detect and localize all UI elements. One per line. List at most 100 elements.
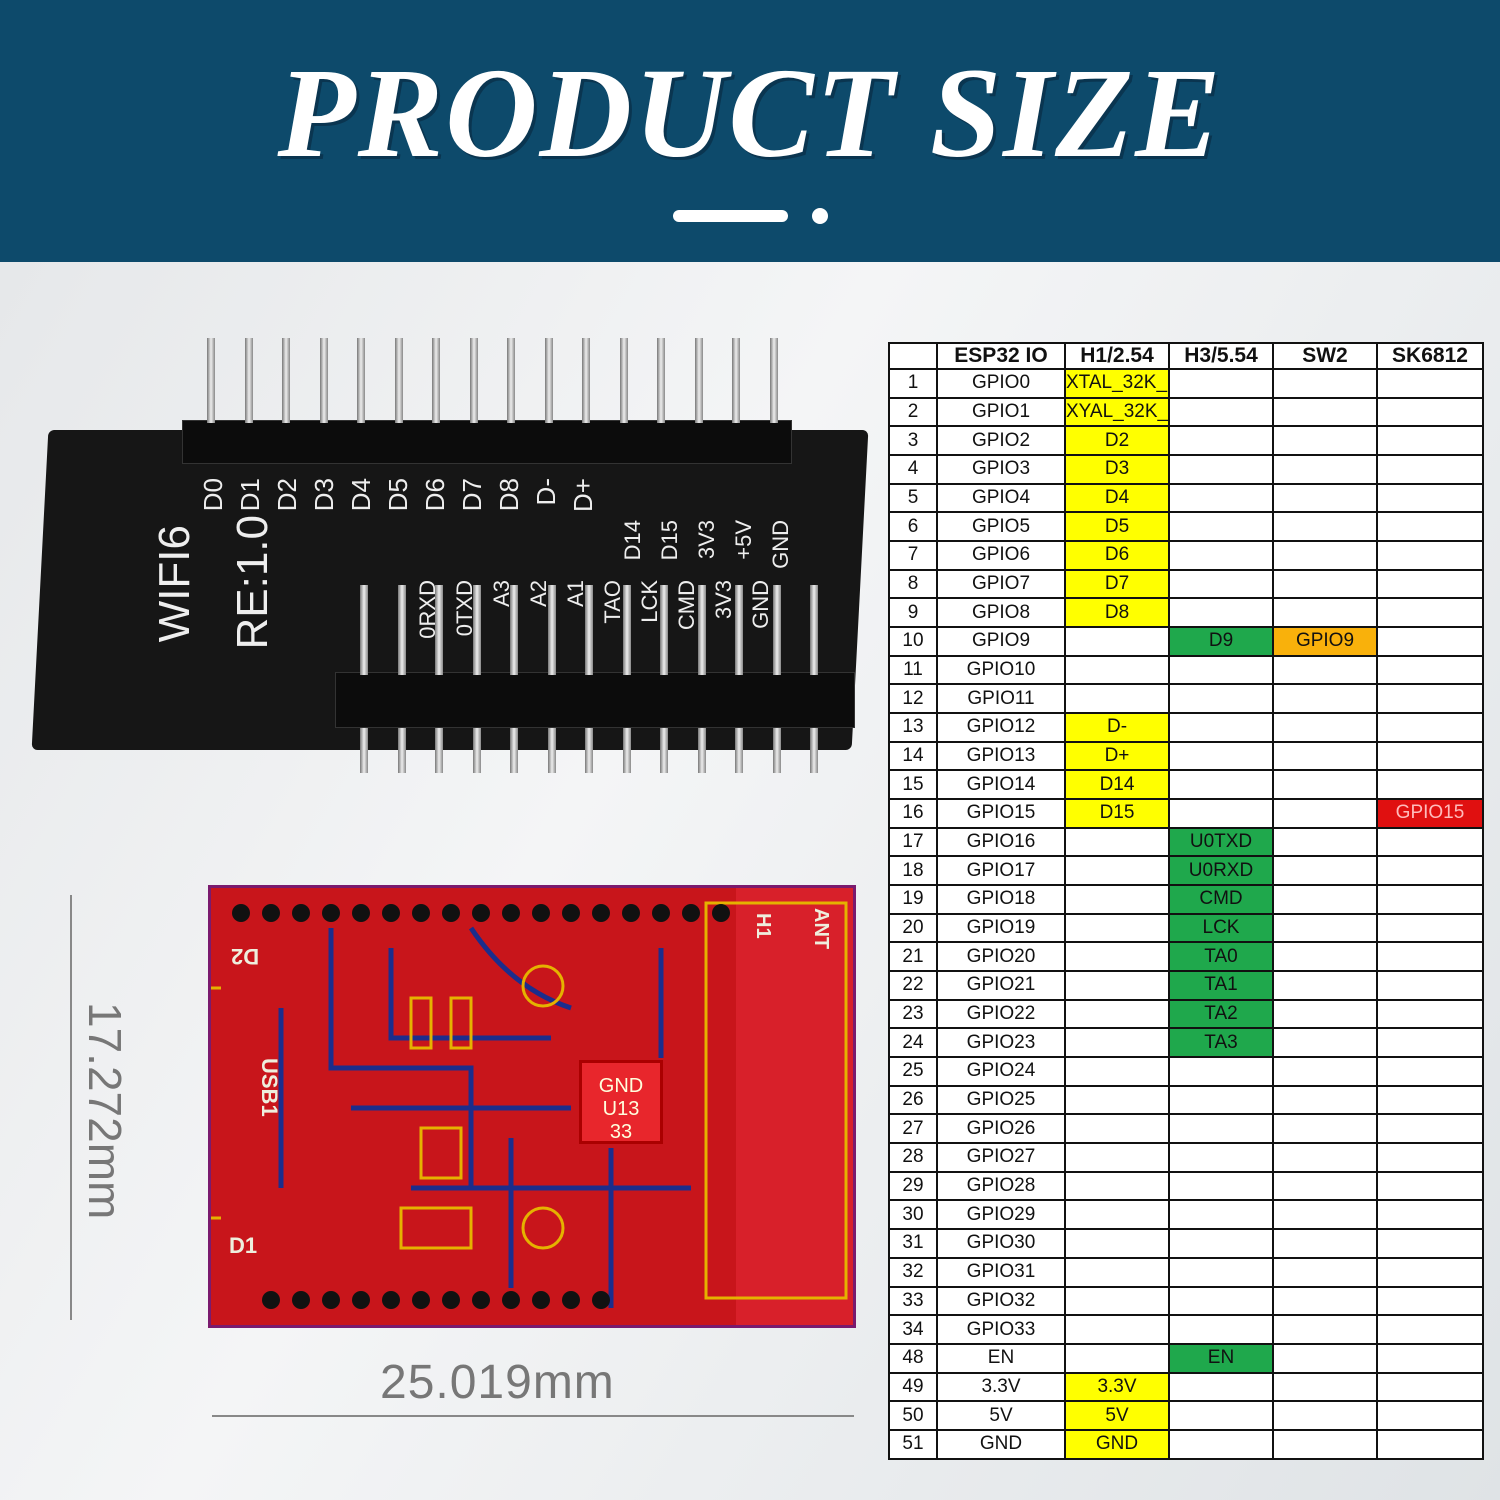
antenna-label: ANT xyxy=(810,908,832,950)
table-cell xyxy=(1272,1342,1378,1374)
table-cell: XTAL_32K_P xyxy=(1064,368,1170,399)
header-pin xyxy=(660,728,668,773)
table-cell xyxy=(1168,1428,1274,1461)
header-pin xyxy=(810,585,818,675)
silk-label: 0TXD xyxy=(452,580,477,637)
table-cell xyxy=(1272,1256,1378,1288)
header-pin xyxy=(432,338,440,423)
header-pin xyxy=(544,338,553,423)
table-cell xyxy=(1064,855,1170,887)
table-cell: 19 xyxy=(888,884,938,915)
header-pin xyxy=(469,338,478,423)
table-cell xyxy=(1272,1142,1378,1173)
table-cell xyxy=(1064,654,1170,686)
table-cell xyxy=(1272,740,1378,772)
pcb-traces xyxy=(211,888,853,1325)
table-cell: GPIO28 xyxy=(936,1170,1066,1202)
table-cell: LCK xyxy=(1168,912,1274,944)
table-cell xyxy=(1376,454,1484,485)
table-cell: 7 xyxy=(888,540,938,571)
table-cell: GPIO12 xyxy=(936,712,1066,743)
table-cell xyxy=(1168,1199,1274,1231)
table-cell: D9 xyxy=(1168,626,1274,657)
table-cell: 5V xyxy=(936,1400,1066,1431)
table-cell xyxy=(1272,1170,1378,1202)
table-cell xyxy=(1376,396,1484,428)
header-pin xyxy=(547,585,556,675)
header-pin xyxy=(547,728,556,773)
table-cell: 5V xyxy=(1064,1400,1170,1431)
header-pin xyxy=(510,585,518,675)
table-cell: 17 xyxy=(888,826,938,858)
table-cell: 34 xyxy=(888,1314,938,1345)
table-cell xyxy=(1376,1428,1484,1461)
table-cell: GND xyxy=(1064,1428,1170,1461)
header-pin xyxy=(472,585,481,675)
table-cell: GPIO1 xyxy=(936,396,1066,428)
table-cell: D3 xyxy=(1064,454,1170,485)
header-pin xyxy=(622,728,631,773)
table-cell xyxy=(1168,1170,1274,1202)
table-cell: 3.3V xyxy=(936,1371,1066,1403)
table-cell: GPIO19 xyxy=(936,912,1066,944)
table-cell xyxy=(1376,769,1484,801)
silk-label: D1 xyxy=(235,478,265,512)
silk-label: 3V3 xyxy=(694,520,719,560)
table-cell: GPIO22 xyxy=(936,998,1066,1030)
table-cell xyxy=(1064,1199,1170,1231)
table-cell: D5 xyxy=(1064,511,1170,543)
table-cell xyxy=(1376,1285,1484,1317)
table-cell: GPIO6 xyxy=(936,540,1066,571)
table-cell xyxy=(1168,798,1274,829)
table-cell: GPIO2 xyxy=(936,425,1066,457)
table-cell: CMD xyxy=(1168,884,1274,915)
table-cell: GPIO8 xyxy=(936,597,1066,629)
table-cell xyxy=(1272,998,1378,1030)
header-pin xyxy=(697,728,706,773)
table-cell: GPIO15 xyxy=(936,798,1066,829)
table-cell xyxy=(1272,1027,1378,1059)
table-cell: 31 xyxy=(888,1228,938,1259)
table-cell xyxy=(1168,1314,1274,1345)
silk-label: D7 xyxy=(457,478,487,512)
silk-label: D8 xyxy=(494,478,524,512)
table-cell xyxy=(1272,769,1378,801)
table-cell xyxy=(1376,482,1484,514)
table-cell xyxy=(1272,941,1378,973)
silk-label: D14 xyxy=(620,520,645,561)
table-cell xyxy=(1376,998,1484,1030)
table-cell xyxy=(1272,970,1378,1001)
table-cell xyxy=(1376,1056,1484,1087)
table-cell xyxy=(1168,712,1274,743)
header-pin xyxy=(585,728,593,773)
table-cell: 18 xyxy=(888,855,938,887)
table-cell: 16 xyxy=(888,798,938,829)
header-pin xyxy=(397,585,406,675)
silk-label: LCK xyxy=(637,580,662,623)
table-cell xyxy=(1168,1256,1274,1288)
table-cell: 11 xyxy=(888,654,938,686)
table-cell: GPIO20 xyxy=(936,941,1066,973)
table-cell: GND xyxy=(936,1428,1066,1461)
header-pin xyxy=(697,585,706,675)
header-pin xyxy=(585,585,593,675)
table-cell xyxy=(1272,1199,1378,1231)
table-cell xyxy=(1376,941,1484,973)
table-cell xyxy=(1168,740,1274,772)
